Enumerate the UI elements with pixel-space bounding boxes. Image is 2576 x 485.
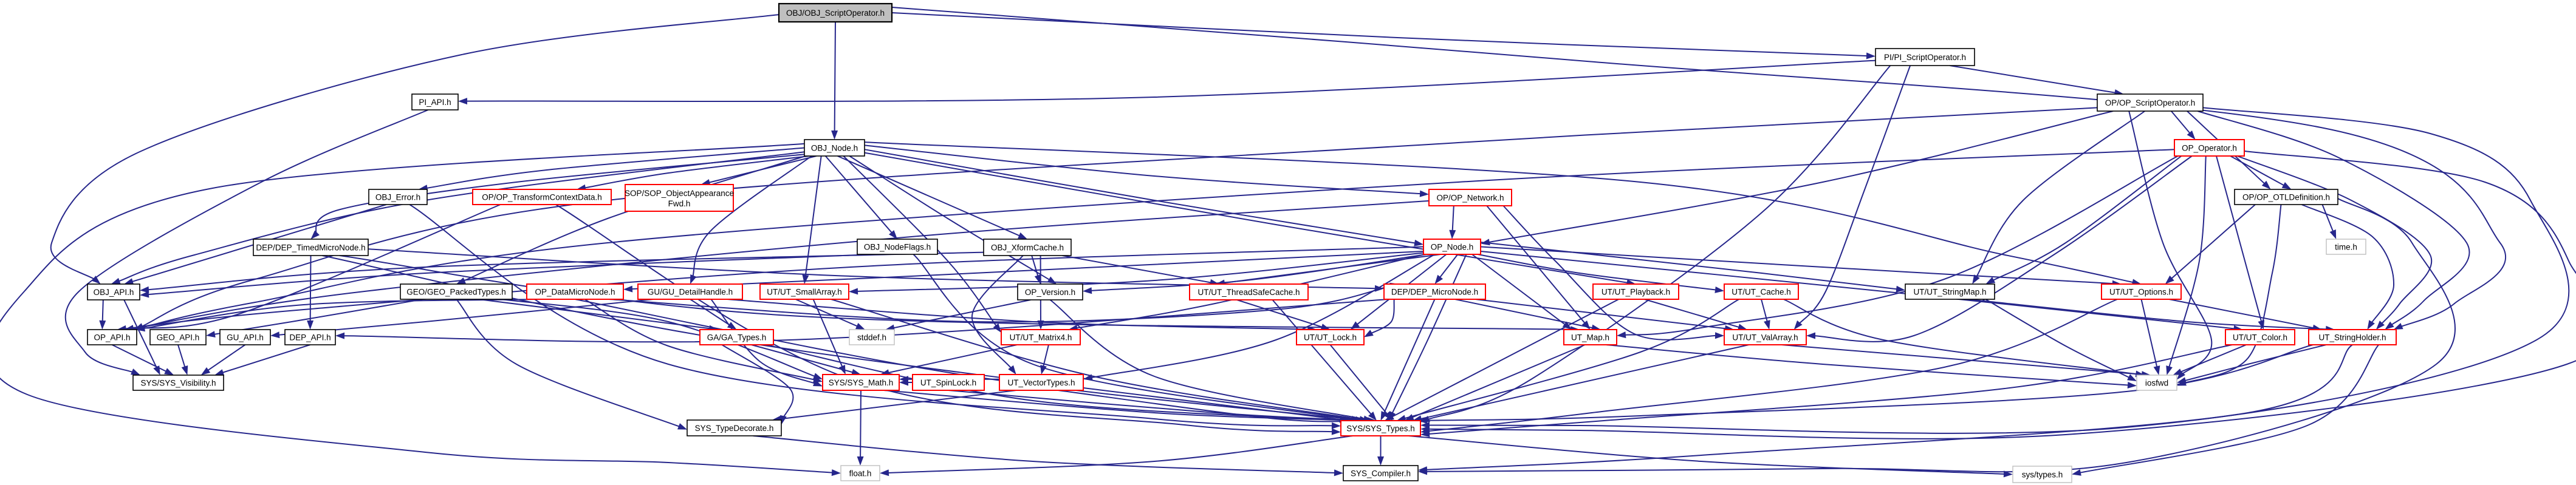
svg-text:SYS/SYS_Types.h: SYS/SYS_Types.h [1346,424,1415,433]
svg-text:SYS_Compiler.h: SYS_Compiler.h [1351,469,1411,478]
svg-text:OP_DataMicroNode.h: OP_DataMicroNode.h [535,287,615,296]
svg-text:DEP_API.h: DEP_API.h [289,333,331,342]
svg-text:OP_Node.h: OP_Node.h [1431,242,1474,251]
svg-text:stddef.h: stddef.h [857,333,886,342]
svg-text:OP/OP_OTLDefinition.h: OP/OP_OTLDefinition.h [2242,192,2330,202]
svg-text:UT/UT_Lock.h: UT/UT_Lock.h [1304,333,1357,342]
svg-text:UT_SpinLock.h: UT_SpinLock.h [920,378,976,387]
svg-text:UT/UT_ValArray.h: UT/UT_ValArray.h [1732,333,1798,342]
svg-text:UT_VectorTypes.h: UT_VectorTypes.h [1007,378,1075,387]
svg-text:DEP/DEP_MicroNode.h: DEP/DEP_MicroNode.h [1391,287,1478,296]
svg-text:OP/OP_Network.h: OP/OP_Network.h [1436,193,1504,202]
svg-text:OBJ/OBJ_ScriptOperator.h: OBJ/OBJ_ScriptOperator.h [786,8,885,18]
svg-text:SYS_TypeDecorate.h: SYS_TypeDecorate.h [695,424,774,433]
svg-text:UT/UT_Cache.h: UT/UT_Cache.h [1732,287,1791,296]
svg-text:SYS/SYS_Math.h: SYS/SYS_Math.h [829,378,894,387]
svg-text:float.h: float.h [849,469,872,478]
svg-text:OBJ_API.h: OBJ_API.h [94,288,134,297]
svg-text:GU_API.h: GU_API.h [227,333,264,342]
svg-text:UT_StringHolder.h: UT_StringHolder.h [2318,333,2386,342]
svg-text:OP_Version.h: OP_Version.h [1025,288,1075,297]
svg-text:OP_API.h: OP_API.h [94,333,130,342]
svg-text:iosfwd: iosfwd [2145,378,2168,387]
svg-text:OP_Operator.h: OP_Operator.h [2182,143,2237,152]
svg-text:GA/GA_Types.h: GA/GA_Types.h [707,333,767,342]
svg-text:OP/OP_ScriptOperator.h: OP/OP_ScriptOperator.h [2105,98,2196,107]
svg-text:UT_Map.h: UT_Map.h [1571,333,1609,342]
svg-text:OBJ_XformCache.h: OBJ_XformCache.h [991,243,1064,252]
svg-text:DEP/DEP_TimedMicroNode.h: DEP/DEP_TimedMicroNode.h [256,243,365,252]
svg-text:OBJ_NodeFlags.h: OBJ_NodeFlags.h [864,242,931,251]
svg-text:GEO/GEO_PackedTypes.h: GEO/GEO_PackedTypes.h [406,287,506,296]
svg-text:UT/UT_Matrix4.h: UT/UT_Matrix4.h [1010,333,1072,342]
svg-text:GEO_API.h: GEO_API.h [157,333,200,342]
svg-text:SYS/SYS_Visibility.h: SYS/SYS_Visibility.h [140,378,216,387]
svg-text:OBJ_Node.h: OBJ_Node.h [811,143,858,152]
svg-text:PI_API.h: PI_API.h [419,98,451,107]
svg-text:UT/UT_ThreadSafeCache.h: UT/UT_ThreadSafeCache.h [1197,288,1300,297]
svg-text:UT/UT_Options.h: UT/UT_Options.h [2109,287,2173,296]
svg-text:sys/types.h: sys/types.h [2022,470,2063,479]
svg-text:OP/OP_TransformContextData.h: OP/OP_TransformContextData.h [482,192,602,202]
svg-text:SOP/SOP_ObjectAppearance: SOP/SOP_ObjectAppearance [625,189,734,198]
svg-text:time.h: time.h [2335,242,2357,251]
svg-text:UT/UT_SmallArray.h: UT/UT_SmallArray.h [767,287,842,296]
svg-text:UT/UT_Playback.h: UT/UT_Playback.h [1601,287,1670,296]
svg-text:GU/GU_DetailHandle.h: GU/GU_DetailHandle.h [648,287,733,296]
svg-text:UT/UT_StringMap.h: UT/UT_StringMap.h [1913,287,1986,296]
svg-text:Fwd.h: Fwd.h [668,199,691,208]
svg-text:UT/UT_Color.h: UT/UT_Color.h [2233,333,2287,342]
svg-text:PI/PI_ScriptOperator.h: PI/PI_ScriptOperator.h [1884,53,1966,62]
svg-text:OBJ_Error.h: OBJ_Error.h [375,192,420,202]
